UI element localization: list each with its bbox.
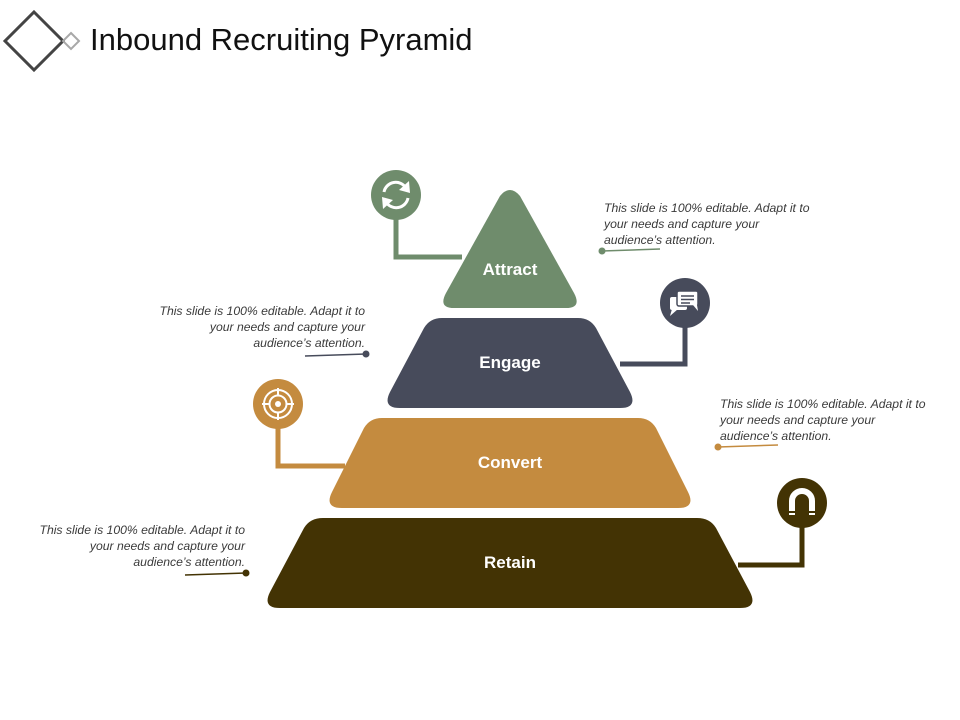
- retain-connector: [738, 515, 805, 568]
- chat-icon: [660, 278, 710, 328]
- refresh-icon: [371, 170, 421, 220]
- note-engage: This slide is 100% editable. Adapt it to…: [159, 304, 366, 350]
- note-retain: This slide is 100% editable. Adapt it to…: [39, 523, 246, 569]
- tier-retain-label: Retain: [484, 553, 536, 572]
- tier-attract-label: Attract: [483, 260, 538, 279]
- page-title: Inbound Recruiting Pyramid: [90, 22, 473, 57]
- tier-engage: [387, 318, 633, 408]
- tier-convert-label: Convert: [478, 453, 543, 472]
- note-pointer-4: [184, 569, 250, 577]
- magnet-icon: [777, 478, 827, 528]
- diamond-logo-icon: [2, 9, 81, 73]
- note-attract: This slide is 100% editable. Adapt it to…: [604, 201, 810, 247]
- tier-attract: [443, 190, 577, 308]
- tier-engage-label: Engage: [479, 353, 540, 372]
- note-pointer-1: [598, 247, 661, 255]
- tier-convert: [329, 418, 691, 508]
- attract-connector: [393, 205, 462, 260]
- note-pointer-3: [714, 443, 779, 451]
- convert-connector: [275, 415, 345, 469]
- target-icon: [253, 379, 303, 429]
- note-convert: This slide is 100% editable. Adapt it to…: [720, 397, 926, 443]
- tier-retain: [267, 518, 753, 608]
- engage-connector: [620, 315, 688, 367]
- note-pointer-2: [304, 350, 370, 358]
